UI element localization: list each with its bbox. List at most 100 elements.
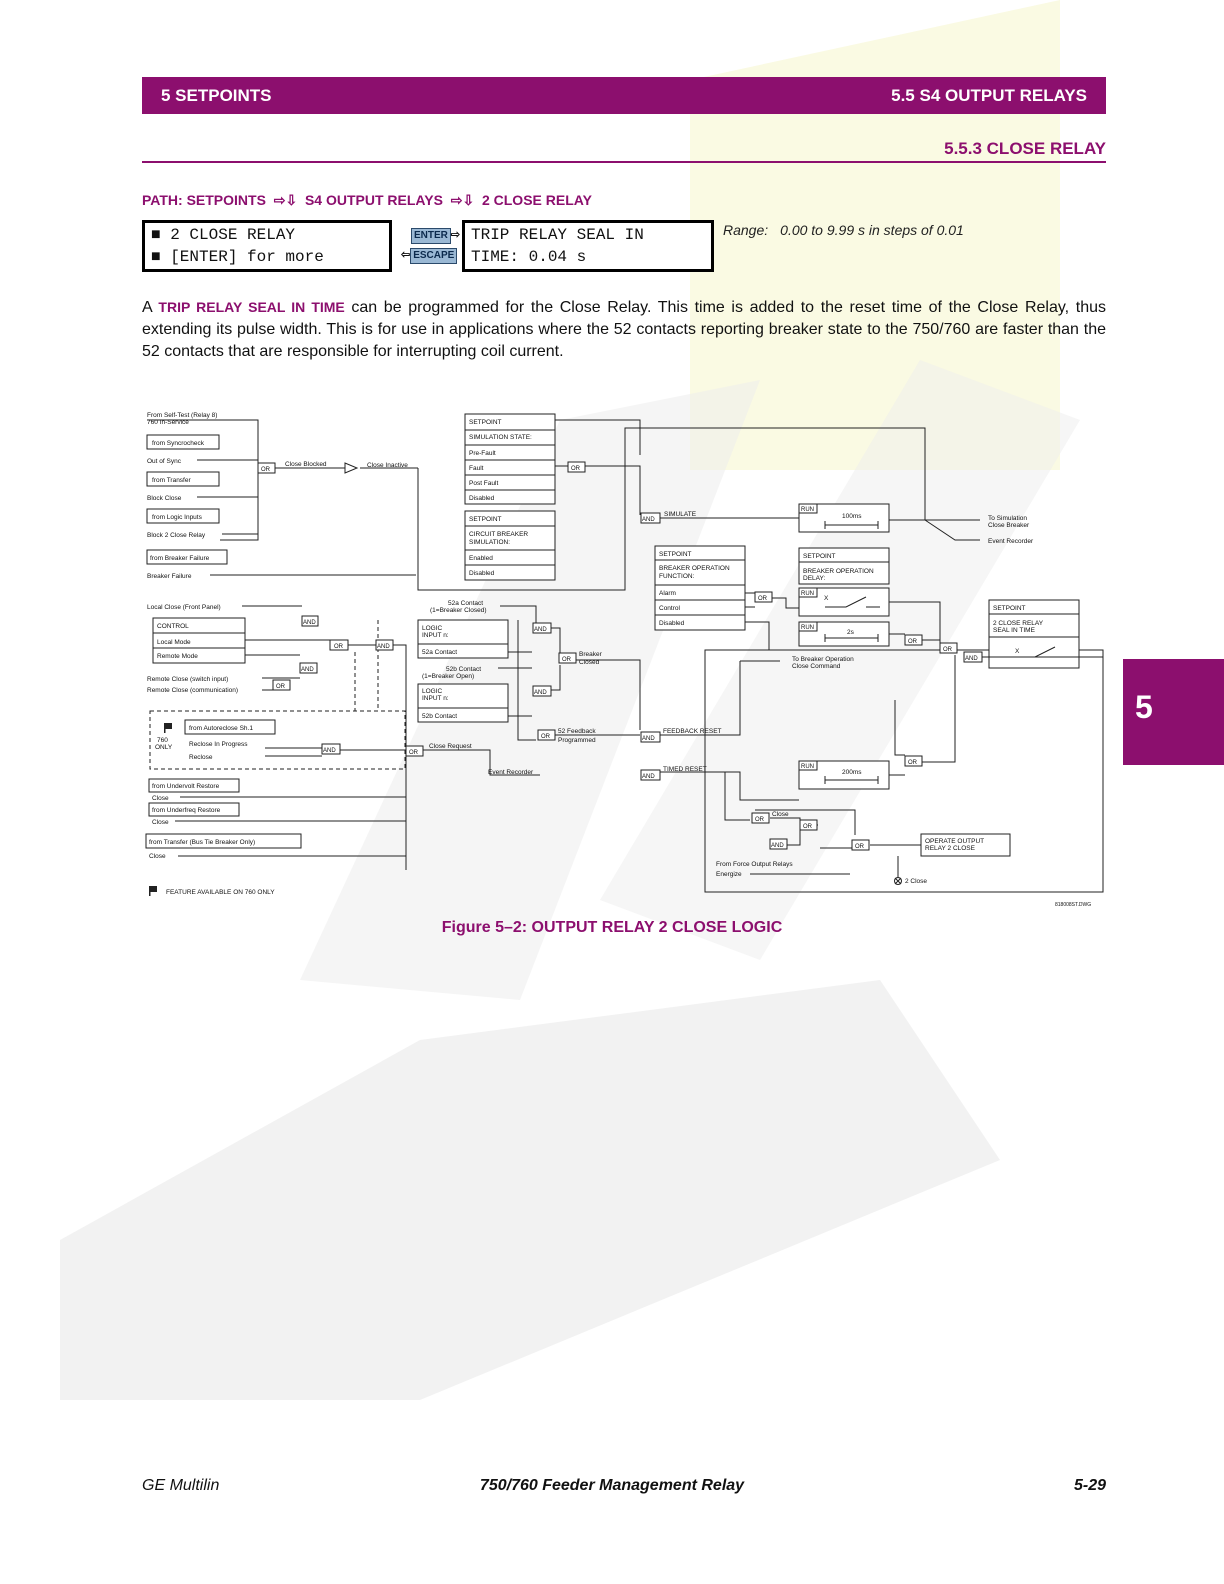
lcd-display-menu: ■ 2 CLOSE RELAY ■ [ENTER] for more xyxy=(142,220,392,272)
svg-text:Control: Control xyxy=(659,605,681,612)
svg-text:OR: OR xyxy=(758,596,768,602)
svg-text:Close: Close xyxy=(772,811,789,818)
svg-text:Out of Sync: Out of Sync xyxy=(147,458,182,465)
svg-text:From Force Output Relays: From Force Output Relays xyxy=(716,861,793,868)
range-value: 0.00 to 9.99 s in steps of 0.01 xyxy=(780,222,964,238)
arrow-right-icon: ⇨ xyxy=(450,229,461,241)
lcd-setting-line-2: TIME: 0.04 s xyxy=(471,248,587,266)
lcd-display-setting: TRIP RELAY SEAL IN TIME: 0.04 s xyxy=(462,220,714,272)
svg-text:OR: OR xyxy=(855,844,865,850)
body-paragraph: A TRIP RELAY SEAL IN TIME can be program… xyxy=(142,296,1106,363)
svg-text:Breaker: Breaker xyxy=(579,651,603,658)
svg-text:From Self-Test (Relay 8): From Self-Test (Relay 8) xyxy=(147,412,217,419)
svg-text:Disabled: Disabled xyxy=(469,570,495,577)
header-chapter: 5 SETPOINTS xyxy=(161,86,272,105)
svg-text:SETPOINT: SETPOINT xyxy=(469,516,502,523)
svg-text:AND: AND xyxy=(965,656,978,662)
svg-text:OR: OR xyxy=(541,734,551,740)
svg-text:Close Inactive: Close Inactive xyxy=(367,462,408,469)
svg-text:Disabled: Disabled xyxy=(469,495,495,502)
svg-text:2s: 2s xyxy=(847,629,855,636)
svg-text:OR: OR xyxy=(908,760,918,766)
svg-text:Post Fault: Post Fault xyxy=(469,480,498,487)
chapter-tab-label: 5 xyxy=(1135,689,1153,725)
escape-key[interactable]: ⇦ESCAPE xyxy=(401,248,458,264)
svg-text:TIMED RESET: TIMED RESET xyxy=(663,766,707,773)
svg-text:DELAY:: DELAY: xyxy=(803,575,825,582)
path-step-2: 2 CLOSE RELAY xyxy=(481,192,592,208)
svg-text:Remote Mode: Remote Mode xyxy=(157,653,198,660)
svg-text:(1=Breaker Closed): (1=Breaker Closed) xyxy=(430,607,487,614)
svg-text:X: X xyxy=(1015,648,1020,655)
svg-text:52 Feedback: 52 Feedback xyxy=(558,728,596,735)
svg-text:2 CLOSE RELAY: 2 CLOSE RELAY xyxy=(993,620,1044,627)
svg-text:760 In-Service: 760 In-Service xyxy=(147,419,189,426)
footer-title: 750/760 Feeder Management Relay xyxy=(479,1477,745,1494)
svg-text:AND: AND xyxy=(377,644,390,650)
svg-text:Close Request: Close Request xyxy=(429,743,472,750)
lcd-setting-line-1: TRIP RELAY SEAL IN xyxy=(471,226,644,244)
page-header: 5 SETPOINTS 5.5 S4 OUTPUT RELAYS xyxy=(142,77,1106,114)
path-label: PATH: SETPOINTS xyxy=(142,192,266,208)
svg-text:from Underfreq Restore: from Underfreq Restore xyxy=(152,807,221,814)
svg-text:CONTROL: CONTROL xyxy=(157,623,189,630)
svg-text:To Breaker Operation: To Breaker Operation xyxy=(792,656,854,663)
svg-text:OR: OR xyxy=(943,647,953,653)
svg-text:Fault: Fault xyxy=(469,465,484,472)
escape-key-cap: ESCAPE xyxy=(410,248,458,264)
bullet-icon: ■ xyxy=(151,226,171,244)
paragraph-text: can be programmed for the Close Relay. T… xyxy=(142,299,1106,360)
svg-text:from Syncrocheck: from Syncrocheck xyxy=(152,440,205,447)
svg-text:FEEDBACK RESET: FEEDBACK RESET xyxy=(663,728,722,735)
svg-text:OR: OR xyxy=(803,824,813,830)
path-step-1: S4 OUTPUT RELAYS xyxy=(304,192,443,208)
section-title: 5.5.3 CLOSE RELAY xyxy=(944,139,1106,158)
svg-text:OR: OR xyxy=(409,750,419,756)
setpoint-path: PATH: SETPOINTS ⇨⇩ S4 OUTPUT RELAYS ⇨⇩ 2… xyxy=(142,192,592,209)
svg-text:Close: Close xyxy=(149,853,166,860)
svg-text:AND: AND xyxy=(642,736,655,742)
svg-text:SEAL IN TIME: SEAL IN TIME xyxy=(993,627,1036,634)
svg-text:Reclose: Reclose xyxy=(189,754,213,761)
svg-text:2 Close: 2 Close xyxy=(905,878,927,885)
svg-text:AND: AND xyxy=(534,690,547,696)
svg-text:Close Blocked: Close Blocked xyxy=(285,461,327,468)
paragraph-prefix: A xyxy=(142,299,152,316)
svg-text:AND: AND xyxy=(642,517,655,523)
svg-text:Local Close (Front Panel): Local Close (Front Panel) xyxy=(147,604,221,611)
svg-text:RUN: RUN xyxy=(801,625,814,631)
svg-text:52b Contact: 52b Contact xyxy=(422,713,457,720)
svg-text:Alarm: Alarm xyxy=(659,590,676,597)
svg-text:INPUT n:: INPUT n: xyxy=(422,695,449,702)
svg-text:(1=Breaker Open): (1=Breaker Open) xyxy=(422,673,474,680)
range-label: Range: xyxy=(723,222,769,238)
svg-text:Event Recorder: Event Recorder xyxy=(488,769,534,776)
arrow-left-icon: ⇦ xyxy=(401,249,411,261)
svg-text:from Undervolt Restore: from Undervolt Restore xyxy=(152,783,220,790)
svg-text:OR: OR xyxy=(571,466,581,472)
svg-text:from Logic Inputs: from Logic Inputs xyxy=(152,514,203,521)
svg-text:Pre-Fault: Pre-Fault xyxy=(469,450,496,457)
figure-caption: Figure 5–2: OUTPUT RELAY 2 CLOSE LOGIC xyxy=(441,919,783,936)
svg-text:RUN: RUN xyxy=(801,764,814,770)
svg-text:Close Breaker: Close Breaker xyxy=(988,522,1030,529)
svg-text:818008ST.DWG: 818008ST.DWG xyxy=(1055,902,1091,908)
svg-text:Block 2 Close Relay: Block 2 Close Relay xyxy=(147,532,206,539)
svg-text:SETPOINT: SETPOINT xyxy=(659,551,692,558)
footer-page-number: 5-29 xyxy=(1073,1477,1106,1494)
svg-text:52b Contact: 52b Contact xyxy=(446,666,481,673)
svg-text:OR: OR xyxy=(261,467,271,473)
svg-text:Remote Close (communication): Remote Close (communication) xyxy=(147,687,238,694)
svg-text:OR: OR xyxy=(276,684,286,690)
svg-text:RELAY 2 CLOSE: RELAY 2 CLOSE xyxy=(925,845,976,852)
enter-key[interactable]: ENTER⇨ xyxy=(411,228,460,244)
footer-company: GE Multilin xyxy=(142,1477,220,1494)
arrow-right-down-icon: ⇨⇩ xyxy=(446,192,479,208)
svg-text:AND: AND xyxy=(771,843,784,849)
svg-text:To Simulation: To Simulation xyxy=(988,515,1027,522)
svg-text:OR: OR xyxy=(908,639,918,645)
svg-text:FUNCTION:: FUNCTION: xyxy=(659,573,695,580)
svg-text:AND: AND xyxy=(323,748,336,754)
svg-text:LOGIC: LOGIC xyxy=(422,625,443,632)
range-note: Range: 0.00 to 9.99 s in steps of 0.01 xyxy=(723,222,964,238)
